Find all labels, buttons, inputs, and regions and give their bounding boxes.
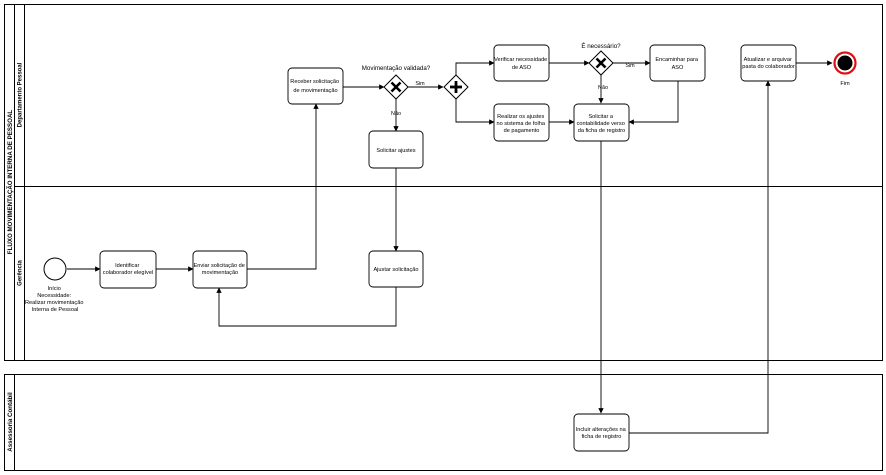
lane-title-gerencia: Gerência	[18, 259, 24, 285]
task-label: Incluir alterações na ficha de registro	[576, 427, 628, 440]
task-label: Receber solicitação de movimentação	[290, 79, 340, 94]
task-identificar-colaborador[interactable]: Identificar colaborador elegível	[99, 250, 157, 289]
task-ajustar-solicitacao[interactable]: Ajustar solicitação	[368, 250, 424, 288]
pool-assessoria-contabil: Assessoria Contábil	[4, 374, 883, 471]
pool-title: FLUXO MOVIMENTAÇÃO INTERNA DE PESSOAL	[7, 110, 14, 255]
task-atualizar-arquivar[interactable]: Atualizar e arquivar pasta do colaborado…	[740, 44, 797, 82]
lane-title-departamento-pessoal: Departamento Pessoal	[18, 62, 24, 127]
start-event[interactable]: Início Necessidade: Realizar movimentaçã…	[25, 257, 85, 313]
pool-fluxo-movimentacao: FLUXO MOVIMENTAÇÃO INTERNA DE PESSOAL De…	[4, 4, 883, 361]
gateway-paralelo[interactable]	[443, 74, 469, 100]
gateway-movimentacao-validada[interactable]: Movimentação validada?	[362, 65, 431, 100]
flow-label-valid-no: Não	[391, 111, 401, 117]
task-label: Verificar necessidade de ASO	[494, 57, 549, 71]
task-incluir-alteracoes[interactable]: Incluir alterações na ficha de registro	[573, 413, 630, 452]
flow-label-nec-yes: Sim	[625, 63, 635, 69]
sequence-flows	[67, 60, 833, 434]
task-solicitar-ajustes[interactable]: Solicitar ajustes	[368, 130, 424, 169]
task-label: Ajustar solicitação	[373, 267, 418, 273]
task-encaminhar-aso[interactable]: Encaminhar para ASO	[649, 44, 706, 82]
gateway-label: Movimentação validada?	[362, 65, 431, 72]
x-icon	[390, 81, 402, 93]
end-event-label: Fim	[840, 81, 850, 87]
task-verificar-aso[interactable]: Verificar necessidade de ASO	[493, 44, 550, 82]
task-receber-solicitacao[interactable]: Receber solicitação de movimentação	[287, 67, 344, 105]
task-realizar-ajustes[interactable]: Realizar os ajustes no sistema de folha …	[493, 103, 550, 142]
task-label: Solicitar ajustes	[376, 148, 415, 154]
task-label: Atualizar e arquivar pasta do colaborado…	[742, 57, 795, 70]
task-label: Encaminhar para ASO	[655, 57, 699, 71]
gateway-label: É necessário?	[581, 43, 621, 50]
pool-title-assessoria: Assessoria Contábil	[7, 392, 14, 452]
flow-label-nec-no: Não	[598, 85, 608, 91]
task-label: Solicitar a contabilidade verso da ficha…	[577, 114, 627, 134]
start-event-label: Início Necessidade: Realizar movimentaçã…	[25, 286, 85, 313]
task-enviar-solicitacao[interactable]: Enviar solicitação de movimentação	[192, 250, 248, 289]
task-label: Identificar colaborador elegível	[103, 263, 153, 276]
plus-icon	[450, 81, 462, 93]
gateway-e-necessario[interactable]: É necessário?	[581, 43, 621, 76]
x-icon	[595, 57, 607, 69]
task-label: Realizar os ajustes no sistema de folha …	[496, 114, 546, 134]
flow-label-valid-yes: Sim	[415, 81, 425, 87]
task-solicitar-contabilidade[interactable]: Solicitar a contabilidade verso da ficha…	[573, 103, 630, 142]
end-event[interactable]: Fim	[833, 51, 857, 88]
task-label: Enviar solicitação de movimentação	[194, 263, 247, 276]
